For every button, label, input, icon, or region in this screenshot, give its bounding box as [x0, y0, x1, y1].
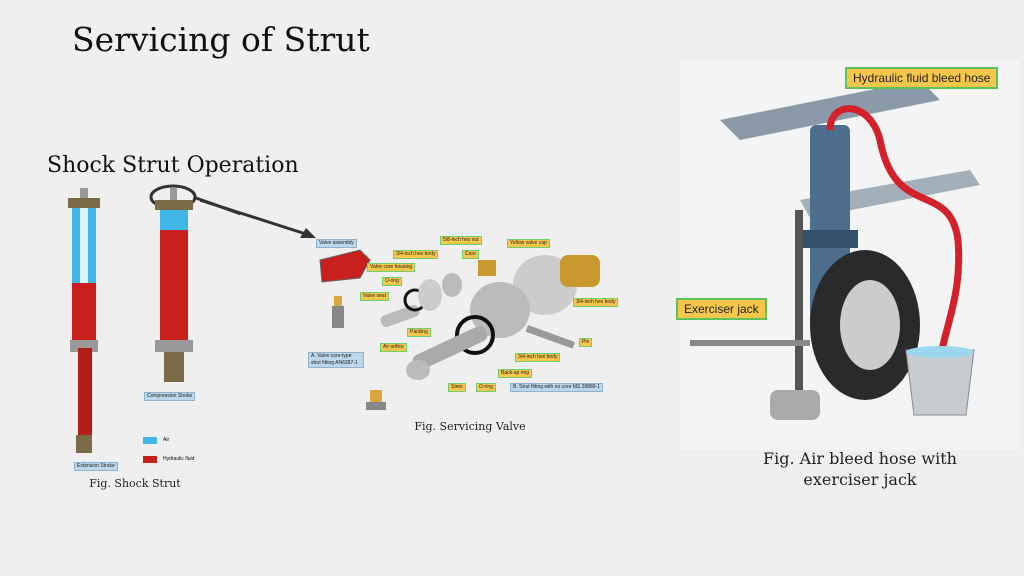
valve-label-core-housing: Valve core housing [367, 263, 416, 272]
valve-label-o-ring-2: O-ring [476, 383, 496, 392]
valve-label-hex-nut: 5/8-inch hex nut [440, 236, 482, 245]
slide-title: Servicing of Strut [72, 20, 370, 59]
valve-label-core: Core [462, 250, 479, 259]
valve-label-o-ring: O-ring [382, 277, 402, 286]
valve-caption: Fig. Servicing Valve [414, 420, 526, 433]
pointer-arrow [200, 198, 316, 238]
compression-stroke-label: Compression Stroke [144, 392, 196, 401]
valve-label-hex-body-right: 3/4-inch hex body [573, 298, 619, 307]
air-bleed-illustration [680, 60, 1020, 450]
hydraulic-bleed-hose-label: Hydraulic fluid bleed hose [845, 67, 999, 89]
air-bleed-caption-line1: Fig. Air bleed hose with [763, 449, 957, 468]
legend-air-label: Air [163, 437, 170, 443]
valve-label-backup-ring: Back-up ring [498, 369, 533, 378]
compression-strut [149, 184, 197, 382]
legend-fluid-swatch [143, 456, 157, 463]
servicing-valve-illustration [319, 249, 600, 410]
legend-air-swatch [143, 437, 157, 444]
valve-label-packing: Packing [407, 328, 431, 337]
shock-strut-caption: Fig. Shock Strut [89, 477, 181, 490]
extension-stroke-label: Extension Stroke [74, 462, 118, 471]
valve-fitting-b-label: B. Strut fitting with no core MS 28889-1 [510, 383, 603, 392]
valve-label-yellow-cap: Yellow valve cap [507, 239, 550, 248]
valve-label-hex-body-bottom: 3/4-inch hex body [515, 353, 561, 362]
valve-label-hex-body: 3/4-inch hex body [393, 250, 439, 259]
air-bleed-caption-line2: exerciser jack [803, 470, 917, 489]
shock-strut-illustration [68, 184, 240, 453]
valve-label-stem: Stem [448, 383, 466, 392]
valve-fitting-a-label: A. Valve core-type strut fitting AN6287-… [308, 352, 364, 368]
exerciser-jack-label: Exerciser jack [676, 298, 767, 320]
air-bleed-caption: Fig. Air bleed hose with exerciser jack [760, 448, 960, 490]
valve-label-pin: Pin [579, 338, 593, 347]
slide-subtitle: Shock Strut Operation [47, 153, 299, 178]
valve-label-air-orifice: Air orifice [380, 343, 407, 352]
valve-label-valve-assembly: Valve assembly [316, 239, 357, 248]
valve-label-valve-seat: Valve seat [360, 292, 389, 301]
legend-fluid-label: Hydraulic fluid [163, 456, 195, 462]
extension-strut [68, 188, 100, 453]
